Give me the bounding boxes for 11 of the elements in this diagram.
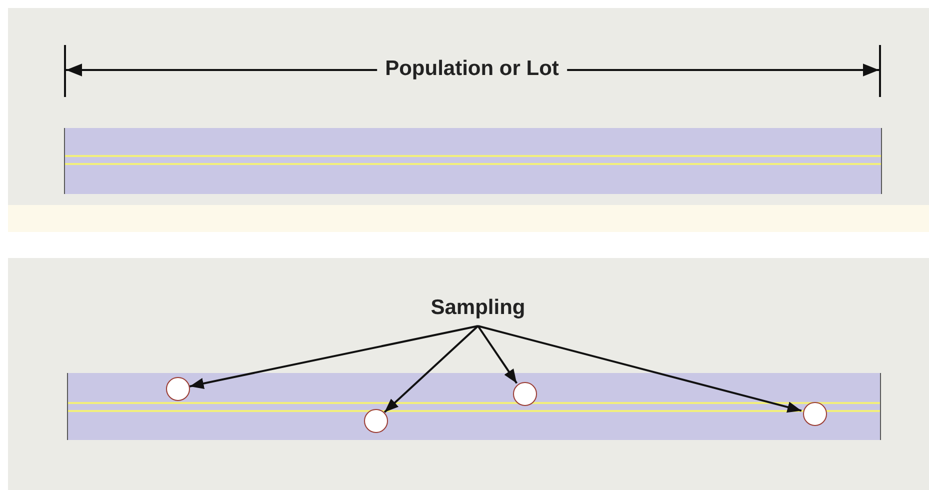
arrow <box>478 325 802 413</box>
sample-circle <box>513 382 537 406</box>
sample-circle <box>166 377 190 401</box>
material-band <box>67 373 881 440</box>
node-label: Sampling <box>430 296 526 320</box>
arrow <box>384 325 479 413</box>
sample-circle <box>803 402 827 426</box>
sample-circle <box>364 409 388 433</box>
arrow <box>190 325 478 389</box>
arrow <box>477 325 518 384</box>
dimension-label: Population or Lot <box>377 57 567 81</box>
